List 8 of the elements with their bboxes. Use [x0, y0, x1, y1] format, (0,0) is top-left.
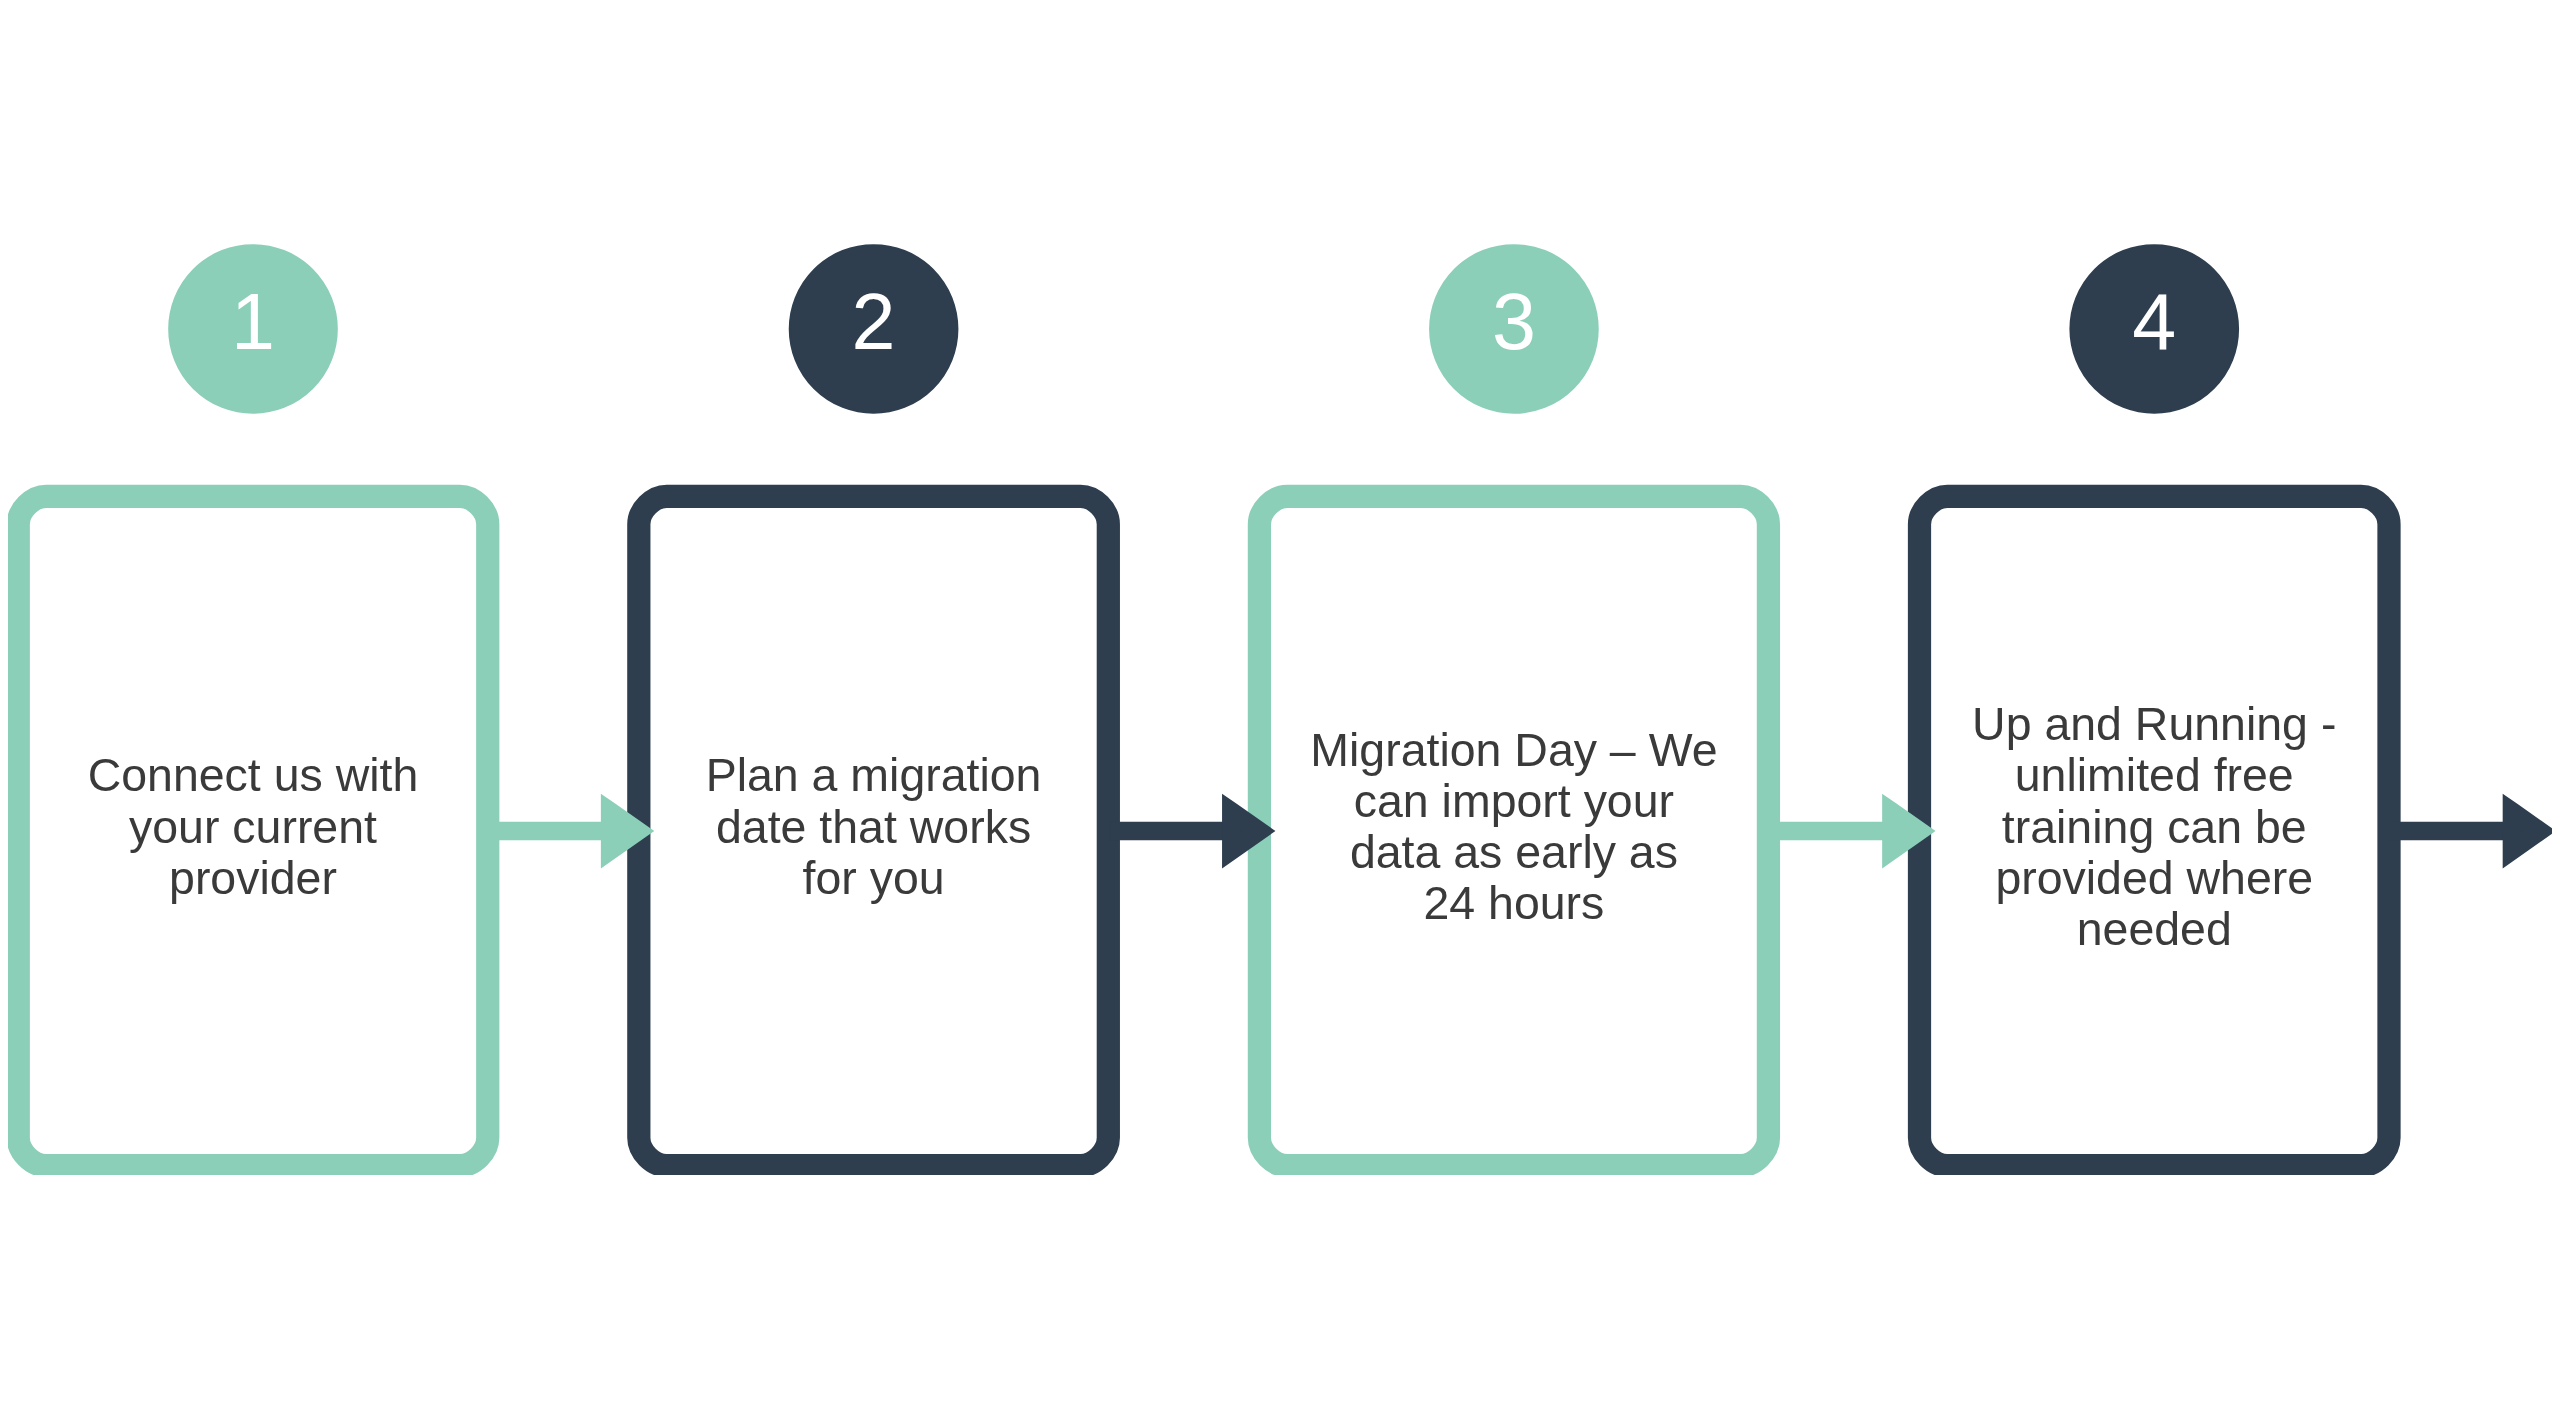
node-circle: 2 [788, 243, 959, 414]
node-box: Up and Running - unlimited free training can be provided where needed [1907, 484, 2401, 1175]
node-circle: 3 [1429, 243, 1599, 414]
node-box: Connect us with your current provider [8, 484, 500, 1175]
node-box: Migration Day – We can import your data as early as 24 hours [1247, 484, 1781, 1175]
node-circle: 1 [168, 243, 338, 414]
node-box: Plan a migration date that works for you [627, 484, 1120, 1175]
node-circle: 4 [2069, 243, 2240, 414]
